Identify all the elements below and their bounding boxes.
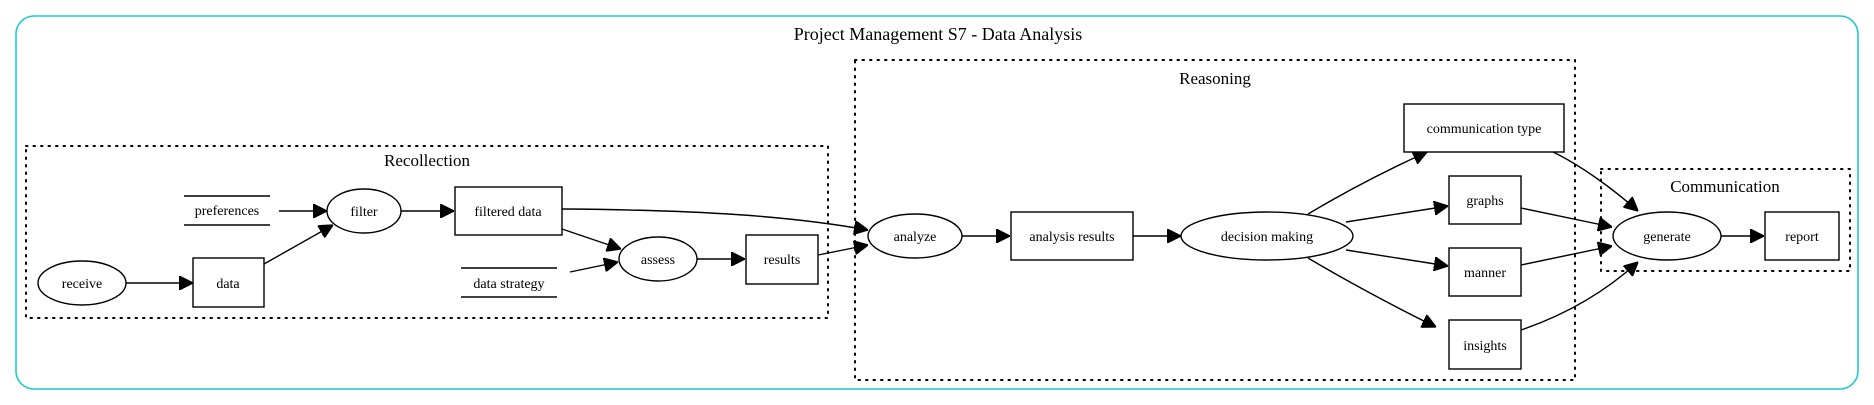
node-decision-making-shape xyxy=(1180,211,1354,261)
node-analyze: analyze xyxy=(867,213,963,259)
node-insights-shape xyxy=(1448,319,1522,370)
node-communication-type: communication type xyxy=(1403,103,1565,153)
node-filtered-data-label: filtered data xyxy=(474,205,542,220)
edge-decision-making-communication-type xyxy=(1307,152,1427,215)
node-communication-type-label: communication type xyxy=(1427,122,1542,137)
cluster-recollection-label: Recollection xyxy=(384,151,470,170)
node-analysis-results-shape xyxy=(1010,211,1134,261)
edge-data-filter xyxy=(263,225,333,265)
node-generate: generate xyxy=(1612,211,1722,261)
edges xyxy=(126,151,1764,331)
node-data-label: data xyxy=(216,277,240,292)
node-report-label: report xyxy=(1785,230,1819,245)
node-graphs: graphs xyxy=(1448,175,1522,225)
edge-filtered-data-assess xyxy=(561,228,621,249)
node-data-strategy: data strategy xyxy=(461,267,557,298)
node-decision-making: decision making xyxy=(1180,211,1354,261)
cluster-communication: Communication xyxy=(1600,168,1851,272)
node-assess-label: assess xyxy=(641,253,675,268)
node-data-shape xyxy=(192,257,265,308)
node-manner-label: manner xyxy=(1464,266,1506,281)
node-results-shape xyxy=(745,234,819,285)
cluster-reasoning-border xyxy=(854,59,1576,381)
node-data-strategy-label: data strategy xyxy=(473,277,544,292)
edge-decision-making-graphs xyxy=(1345,206,1448,223)
cluster-communication-border xyxy=(1600,168,1851,272)
edge-graphs-generate xyxy=(1520,207,1612,227)
node-results: results xyxy=(745,234,819,285)
edge-data-strategy-assess xyxy=(569,262,618,273)
cluster-recollection: Recollection xyxy=(25,145,829,319)
node-manner: manner xyxy=(1448,247,1522,297)
edge-decision-making-manner xyxy=(1345,249,1448,266)
edge-decision-making-insights xyxy=(1307,257,1436,327)
node-graphs-shape xyxy=(1448,175,1522,225)
node-analyze-label: analyze xyxy=(894,230,937,245)
node-report-shape xyxy=(1764,211,1840,261)
node-filter-shape xyxy=(326,188,402,234)
node-generate-shape xyxy=(1612,211,1722,261)
node-filter-label: filter xyxy=(350,205,378,220)
edge-filtered-data-analyze xyxy=(561,208,868,230)
node-insights-label: insights xyxy=(1463,339,1507,354)
edge-insights-generate xyxy=(1520,262,1638,331)
node-filtered-data: filtered data xyxy=(454,186,563,236)
node-communication-type-shape xyxy=(1403,103,1565,153)
node-analysis-results-label: analysis results xyxy=(1029,230,1114,245)
node-analysis-results: analysis results xyxy=(1010,211,1134,261)
node-generate-label: generate xyxy=(1643,230,1690,245)
node-decision-making-label: decision making xyxy=(1221,230,1313,245)
node-analyze-shape xyxy=(867,213,963,259)
node-results-label: results xyxy=(764,253,801,268)
node-graphs-label: graphs xyxy=(1466,194,1503,209)
node-receive: receive xyxy=(37,260,127,306)
node-receive-label: receive xyxy=(62,277,102,292)
node-preferences: preferences xyxy=(184,195,270,226)
cluster-communication-label: Communication xyxy=(1670,177,1780,196)
node-report: report xyxy=(1764,211,1840,261)
node-manner-shape xyxy=(1448,247,1522,297)
cluster-recollection-border xyxy=(25,145,829,319)
node-receive-shape xyxy=(37,260,127,306)
node-filter: filter xyxy=(326,188,402,234)
node-insights: insights xyxy=(1448,319,1522,370)
cluster-reasoning-label: Reasoning xyxy=(1179,69,1251,88)
node-assess-shape xyxy=(618,236,698,282)
edge-results-analyze xyxy=(817,245,868,256)
diagram-title: Project Management S7 - Data Analysis xyxy=(794,24,1082,44)
graph-border xyxy=(15,15,1859,390)
node-assess: assess xyxy=(618,236,698,282)
cluster-reasoning: Reasoning xyxy=(854,59,1576,381)
node-preferences-label: preferences xyxy=(195,204,260,219)
edge-communication-type-generate xyxy=(1552,151,1638,211)
edge-manner-generate xyxy=(1520,246,1612,266)
node-filtered-data-shape xyxy=(454,186,563,236)
node-data: data xyxy=(192,257,265,308)
